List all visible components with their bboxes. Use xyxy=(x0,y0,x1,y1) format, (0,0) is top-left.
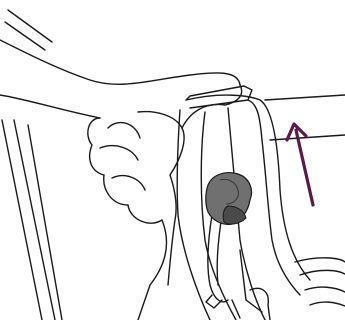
hand-icon xyxy=(88,104,225,320)
harness-strap xyxy=(206,215,262,312)
seat-shell xyxy=(177,86,345,320)
arrow-up-icon xyxy=(287,124,313,205)
clip-icon xyxy=(206,173,252,225)
seat-base xyxy=(232,258,345,320)
